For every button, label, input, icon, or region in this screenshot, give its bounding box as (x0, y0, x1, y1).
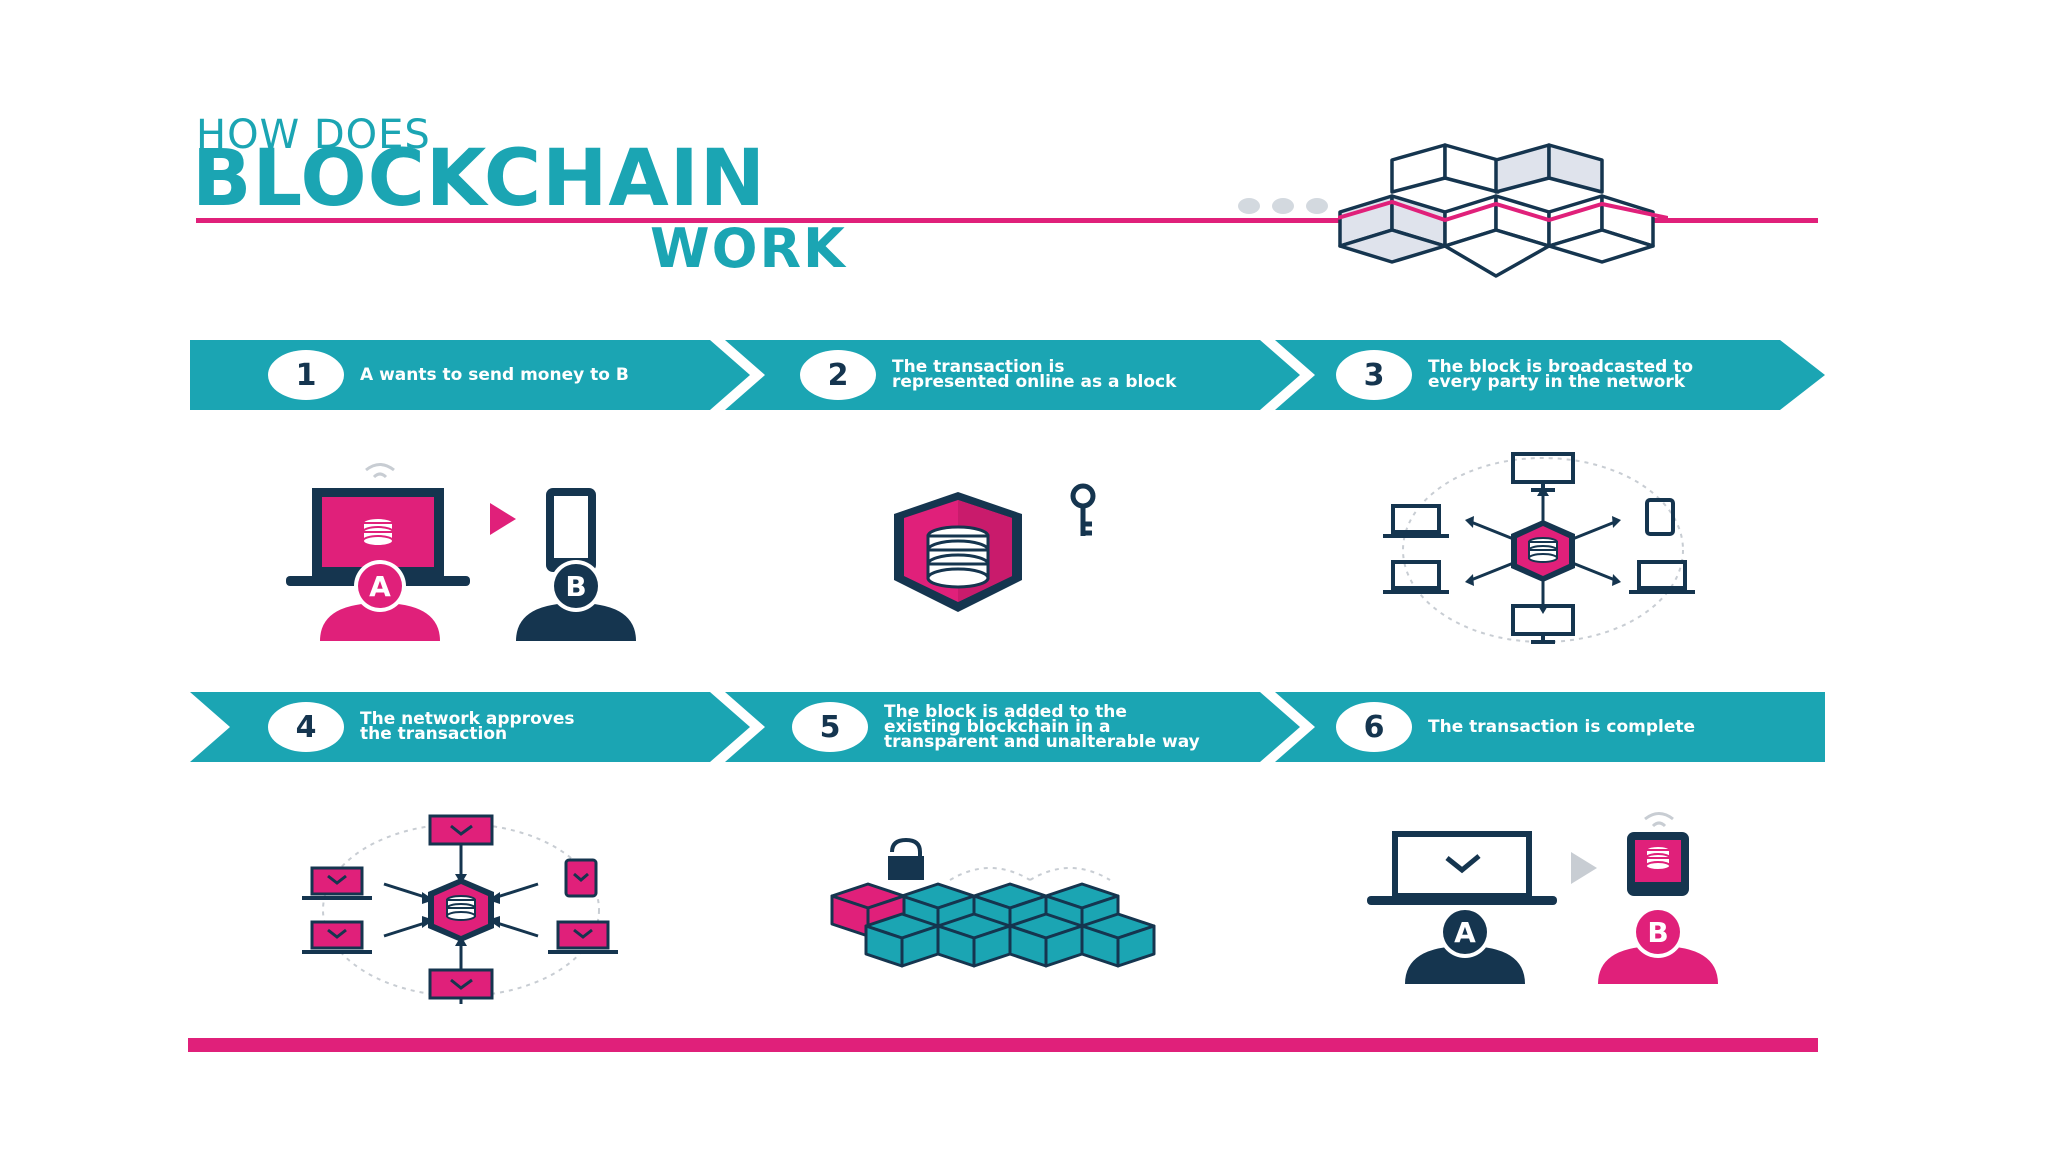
title-line-3: WORK (650, 217, 847, 280)
approved-monitor-icon (428, 968, 494, 1004)
block-icon (894, 492, 1022, 612)
block-with-key-icon (894, 483, 1096, 612)
person-a-icon: A (320, 560, 440, 641)
approved-laptop-icon (302, 920, 372, 954)
step-4: 4 The network approves the transaction (268, 692, 575, 762)
step-1: 1 A wants to send money to B (268, 340, 629, 410)
step-description: A wants to send money to B (360, 364, 629, 385)
transaction-complete-icon: A B (1367, 812, 1718, 984)
step-number-badge: 5 (792, 702, 868, 752)
step-number-badge: 2 (800, 350, 876, 400)
monitor-icon (1511, 452, 1575, 492)
svg-text:B: B (1647, 916, 1668, 949)
step-number-badge: 6 (1336, 702, 1412, 752)
step-6: 6 The transaction is complete (1336, 692, 1695, 762)
key-icon (1070, 483, 1096, 536)
ellipsis-dots-icon (1238, 198, 1334, 216)
blockchain-cubes-icon (830, 838, 1156, 968)
approved-laptop-icon (302, 866, 372, 900)
block-icon (428, 878, 494, 942)
svg-text:A: A (369, 570, 391, 603)
step-5: 5 The block is added to the existing blo… (792, 692, 1200, 762)
step-description: The network approves the transaction (360, 709, 575, 744)
person-a-icon: A (1405, 906, 1525, 984)
step-number-badge: 1 (268, 350, 344, 400)
step-number-badge: 3 (1336, 350, 1412, 400)
step-3: 3 The block is broadcasted to every part… (1336, 340, 1693, 410)
phone-icon (546, 488, 596, 572)
lock-icon (888, 838, 924, 880)
header-divider-line (196, 218, 1818, 223)
approved-phone-icon (564, 858, 598, 898)
laptop-icon (1383, 504, 1449, 538)
wifi-icon (1644, 812, 1674, 828)
laptop-to-phone-transfer-icon: A B (286, 463, 636, 641)
laptop-check-icon (1367, 831, 1557, 905)
title-line-1: HOW DOES (196, 112, 431, 158)
phone-icon (1645, 498, 1675, 536)
svg-text:A: A (1454, 916, 1476, 949)
person-b-icon: B (516, 560, 636, 641)
footer-divider-line (188, 1038, 1818, 1052)
laptop-icon (1383, 560, 1449, 594)
step-description: The transaction is represented online as… (892, 357, 1177, 392)
person-b-icon: B (1598, 906, 1718, 984)
monitor-icon (1511, 604, 1575, 644)
block-icon (1511, 520, 1575, 582)
step-description: The block is broadcasted to every party … (1428, 357, 1694, 392)
step-number-badge: 4 (268, 702, 344, 752)
step-description: The transaction is complete (1428, 716, 1696, 737)
approved-laptop-icon (548, 920, 618, 954)
svg-text:B: B (565, 570, 586, 603)
wifi-icon (365, 463, 395, 479)
step-description: The block is added to the existing block… (884, 701, 1200, 752)
laptop-icon (1629, 560, 1695, 594)
network-approval-icon (302, 814, 618, 1004)
phone-icon (1627, 832, 1689, 896)
arrow-right-icon (490, 503, 516, 535)
broadcast-network-icon (1383, 452, 1695, 644)
title-line-2: BLOCKCHAIN (192, 134, 767, 224)
step-2: 2 The transaction is represented online … (800, 340, 1176, 410)
approved-monitor-icon (428, 814, 494, 850)
arrow-right-icon (1571, 852, 1597, 884)
cube-cluster-icon (1338, 143, 1668, 278)
